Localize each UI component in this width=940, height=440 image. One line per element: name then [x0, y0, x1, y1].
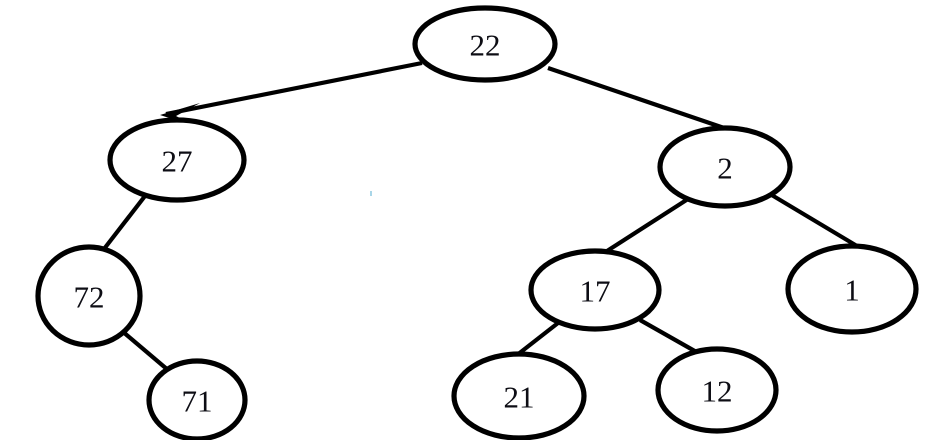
node-ellipse-22[interactable] [412, 5, 558, 83]
render-speck [370, 191, 372, 196]
node-ellipse-71[interactable] [146, 358, 248, 440]
edge-27-72 [102, 194, 147, 251]
node-label-72: 72 [74, 280, 105, 315]
node-label-1: 1 [844, 273, 860, 308]
tree-node-2[interactable]: 2 [657, 125, 793, 209]
tree-node-27[interactable]: 27 [107, 117, 247, 203]
edge-17-12 [638, 318, 702, 356]
tree-node-12[interactable]: 12 [655, 346, 779, 434]
node-ellipse-17[interactable] [528, 248, 662, 332]
tree-node-17[interactable]: 17 [528, 248, 662, 332]
tree-node-22[interactable]: 22 [412, 5, 558, 83]
node-label-27: 27 [162, 144, 193, 179]
edge-2-17 [605, 197, 690, 253]
node-ellipse-2[interactable] [657, 125, 793, 209]
node-label-22: 22 [470, 28, 501, 63]
node-label-71: 71 [182, 384, 213, 419]
node-label-17: 17 [580, 274, 611, 309]
nodes-group: 22 27 2 72 17 1 [35, 5, 919, 440]
tree-node-72[interactable]: 72 [35, 244, 143, 348]
edge-22-27 [165, 60, 423, 117]
tree-node-1[interactable]: 1 [785, 243, 919, 335]
edge-22-2 [547, 66, 734, 133]
edge-17-21 [515, 321, 560, 357]
tree-node-21[interactable]: 21 [451, 351, 587, 440]
node-ellipse-72[interactable] [35, 244, 143, 348]
arrowheads-group [160, 103, 200, 127]
tree-node-71[interactable]: 71 [146, 358, 248, 440]
node-ellipse-21[interactable] [451, 351, 587, 440]
node-ellipse-12[interactable] [655, 346, 779, 434]
edge-72-71 [120, 329, 170, 372]
node-ellipse-1[interactable] [785, 243, 919, 335]
arrowhead-icon-edge-22-27 [160, 103, 200, 127]
node-label-12: 12 [702, 374, 733, 409]
edges-group [102, 60, 859, 372]
edge-2-1 [768, 192, 859, 248]
node-label-21: 21 [504, 380, 535, 415]
node-label-2: 2 [717, 151, 733, 186]
node-ellipse-27[interactable] [107, 117, 247, 203]
